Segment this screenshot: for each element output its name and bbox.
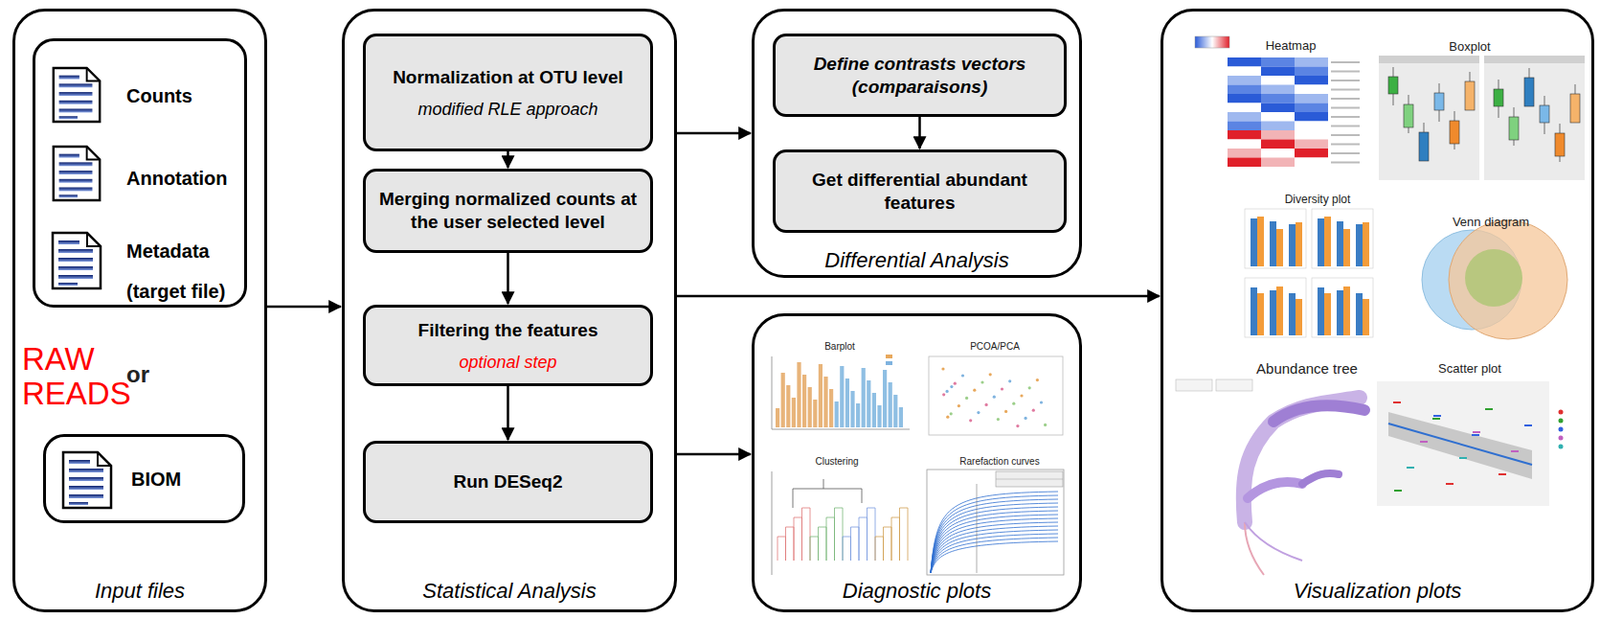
document-icon <box>63 451 112 508</box>
flow-arrow <box>506 151 510 168</box>
step-note: optional step <box>458 351 557 373</box>
boxplot-thumbnail <box>1378 55 1585 181</box>
input-note: RAW READS <box>22 341 142 411</box>
document-icon <box>53 146 100 201</box>
flow-arrow <box>676 452 751 456</box>
file-name: BIOM <box>131 458 208 499</box>
section-panel: Visualization plots <box>1160 8 1595 612</box>
section-caption: Visualization plots <box>1163 578 1592 604</box>
step-title: Filtering the features <box>418 318 599 342</box>
flow-arrow <box>676 132 751 136</box>
plot-title: Boxplot <box>1448 39 1490 54</box>
input-note: or <box>126 360 150 388</box>
venn-thumbnail <box>1421 220 1568 339</box>
plot-title: PCOA/PCA <box>969 340 1020 352</box>
file-name: Annotation <box>126 157 247 199</box>
section-caption: Statistical Analysis <box>344 578 675 604</box>
step-note: modified RLE approach <box>417 98 598 120</box>
section-caption: Diagnostic plots <box>754 578 1080 604</box>
scatter-thumbnail <box>1376 381 1564 506</box>
process-box: Define contrasts vectors (comparaisons) <box>772 33 1067 117</box>
pca-thumbnail <box>928 356 1063 435</box>
heatmap-thumbnail <box>1194 36 1360 167</box>
file-group-box: BIOM <box>43 433 246 523</box>
plot-title: Rarefaction curves <box>959 455 1039 467</box>
section-caption: Differential Analysis <box>754 247 1080 273</box>
flow-arrow <box>506 252 510 304</box>
plot-title: Barplot <box>824 340 856 352</box>
section-caption: Input files <box>15 578 265 604</box>
section-panel: Differential Analysis Define contrasts ve… <box>751 8 1082 278</box>
flow-arrow <box>676 294 1160 298</box>
file-name: Metadata (target file) <box>126 230 244 312</box>
process-box: Filtering the features optional step <box>362 304 654 386</box>
section-panel: Input files CountsAnnotationMetadata (tar… <box>12 8 268 612</box>
process-box: Run DESeq2 <box>362 440 654 523</box>
section-panel: Statistical Analysis Normalization at OTU… <box>341 8 677 612</box>
flow-arrow <box>506 385 510 440</box>
dendrogram-thumbnail <box>771 471 908 575</box>
plot-title: Venn diagram <box>1452 214 1530 229</box>
plot-title: Diversity plot <box>1284 192 1352 206</box>
step-title: Get differential abundant features <box>785 168 1055 215</box>
flow-arrow <box>267 305 341 309</box>
rarefaction-thumbnail <box>926 469 1064 575</box>
process-box: Get differential abundant features <box>772 149 1067 233</box>
document-icon <box>53 67 100 122</box>
step-title: Define contrasts vectors (comparaisons) <box>785 52 1055 99</box>
plot-title: Abundance tree <box>1256 360 1358 377</box>
process-box: Merging normalized counts at the user se… <box>362 168 654 253</box>
plot-title: Scatter plot <box>1438 360 1502 376</box>
diversity-thumbnail <box>1244 208 1374 338</box>
barplot-thumbnail <box>771 354 910 429</box>
plot-title: Heatmap <box>1265 38 1317 53</box>
document-icon <box>52 232 101 289</box>
plot-title: Clustering <box>814 455 858 467</box>
abundance-tree-thumbnail <box>1175 379 1365 575</box>
step-title: Normalization at OTU level <box>392 66 624 90</box>
step-title: Merging normalized counts at the user se… <box>375 187 641 234</box>
file-name: Counts <box>126 75 242 116</box>
file-group-box: CountsAnnotationMetadata (target file) <box>32 38 248 308</box>
flow-arrow <box>918 116 922 149</box>
process-box: Normalization at OTU level modified RLE a… <box>362 33 654 152</box>
step-title: Run DESeq2 <box>452 470 563 494</box>
